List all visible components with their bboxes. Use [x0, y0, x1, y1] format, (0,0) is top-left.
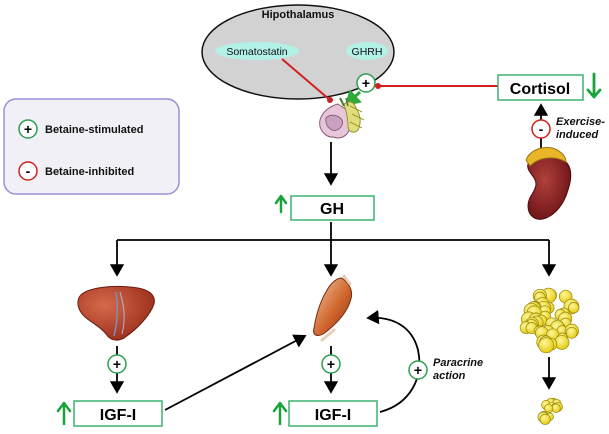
gh-up-arrow-icon: [274, 194, 288, 214]
paracrine-curve-arrow: [366, 309, 421, 413]
gh-branches: [109, 222, 557, 277]
legend: + Betaine-stimulated - Betaine-inhibited: [3, 98, 180, 195]
hypothalamus: Hipothalamus Somatostatin GHRH: [201, 4, 395, 100]
paracrine-loop: + Paracrine action: [366, 309, 483, 413]
adipose-large-icon: [519, 287, 580, 354]
cortisol-node: Cortisol: [497, 72, 602, 101]
ghrh-label: GHRH: [352, 46, 383, 58]
fat-cell: [539, 413, 551, 425]
somatostatin-inhibit-line: [281, 58, 331, 101]
igf-middle-box: [288, 400, 378, 427]
igf-left-up-arrow-icon: [56, 401, 72, 426]
gh-label: GH: [320, 201, 344, 218]
legend-minus-symbol: -: [26, 163, 31, 179]
muscle-igf-pathway: +: [321, 346, 341, 394]
exercise-minus-circle: [531, 119, 551, 139]
paracrine-label-line1: Paracrine: [433, 357, 483, 369]
exercise-label-line2: induced: [556, 129, 598, 141]
cortisol-box: [497, 74, 584, 101]
liver-icon: [77, 285, 155, 341]
fat-cell: [565, 326, 578, 339]
liver-plus-circle: [107, 354, 127, 374]
ghrh-oval: [346, 42, 388, 60]
ghrh-plus-circle: [356, 73, 376, 93]
legend-plus-symbol: +: [24, 121, 32, 137]
muscle-plus-symbol: +: [327, 356, 335, 372]
somatostatin-oval: [215, 42, 299, 60]
ghrh-plus-symbol: +: [362, 75, 370, 91]
igf-left-box: [73, 400, 163, 427]
exercise-minus-symbol: -: [539, 121, 544, 137]
paracrine-plus-circle: [408, 360, 428, 380]
igf-middle-node: IGF-I: [272, 400, 378, 427]
cortisol-label: Cortisol: [510, 81, 570, 98]
somatostatin-inhibition: [281, 58, 333, 103]
gh-node: GH: [274, 194, 375, 221]
igf-left-label: IGF-I: [100, 407, 136, 424]
pituitary-icon: [319, 97, 365, 139]
paracrine-label-line2: action: [433, 370, 466, 382]
liver-igf-pathway: +: [107, 346, 127, 394]
kidney-adrenal-icon: [525, 147, 572, 220]
arrow-igf-left-to-muscle: [164, 334, 307, 411]
adrenal-pathway: - Exercise- induced: [531, 103, 605, 150]
liver-plus-symbol: +: [113, 356, 121, 372]
muscle-icon: [313, 274, 353, 342]
paracrine-plus-symbol: +: [414, 362, 422, 378]
legend-stimulated-label: Betaine-stimulated: [45, 124, 143, 136]
hypothalamus-title: Hipothalamus: [262, 9, 335, 21]
legend-box: [3, 98, 180, 195]
cortisol-down-arrow-icon: [586, 72, 602, 99]
adipose-small-icon: [537, 397, 563, 425]
gh-box: [290, 195, 375, 221]
somatostatin-inhibit-dot: [327, 97, 333, 103]
somatostatin-label: Somatostatin: [226, 46, 287, 58]
cortisol-inhibit-dot: [375, 83, 381, 89]
igf-left-node: IGF-I: [56, 400, 163, 427]
igf-middle-label: IGF-I: [315, 407, 351, 424]
igf-middle-up-arrow-icon: [272, 401, 288, 426]
cortisol-inhibition: [375, 83, 498, 89]
exercise-label-line1: Exercise-: [556, 116, 605, 128]
legend-inhibited-label: Betaine-inhibited: [45, 166, 134, 178]
legend-plus-circle: [18, 119, 38, 139]
legend-minus-circle: [18, 161, 38, 181]
fat-cell: [568, 302, 580, 314]
fat-cell: [538, 337, 555, 354]
muscle-plus-circle: [321, 354, 341, 374]
